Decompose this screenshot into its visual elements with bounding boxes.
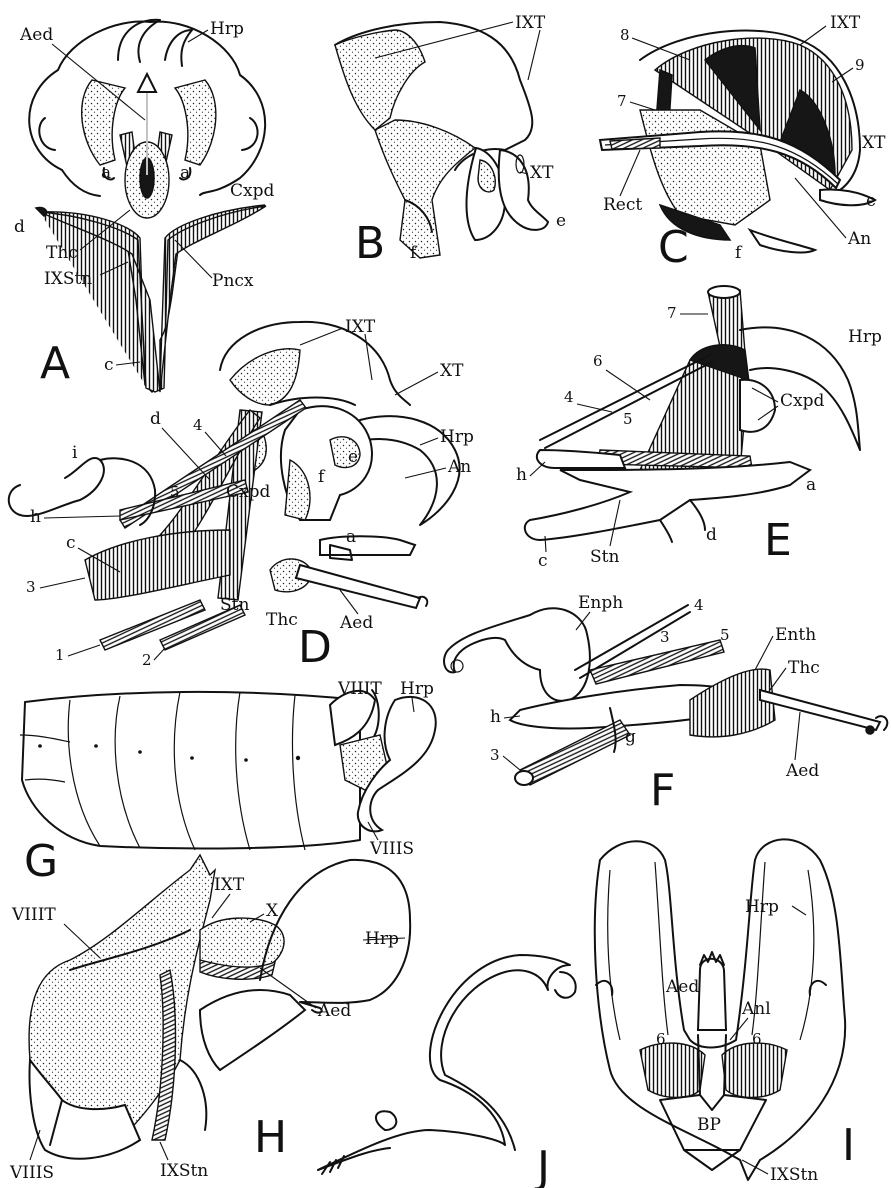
label-d-cxpd: Cxpd [226,482,270,502]
label-e-d: d [706,525,717,545]
figure-letter-f: F [650,765,675,816]
label-i-6b: 6 [752,1030,762,1048]
label-a-aed: Aed [19,25,53,45]
label-f-4: 4 [694,596,704,614]
label-d-1: 1 [55,646,65,664]
label-f-g: g [625,727,636,747]
label-h-x: X [266,901,279,921]
label-c-ixt: IXT [830,13,861,33]
label-i-aed: Aed [665,977,699,997]
label-b-ixt: IXT [515,13,546,33]
label-e-6: 6 [593,352,603,370]
label-d-3: 3 [26,578,36,596]
label-g-hrp: Hrp [400,679,434,699]
label-c-xt: XT [862,133,886,153]
figure-letter-c: C [658,222,689,273]
label-d-hrp: Hrp [440,427,474,447]
label-d-stn: Stn [220,595,249,615]
label-h-viiis: VIIIS [9,1163,54,1183]
label-e-4: 4 [564,388,574,406]
label-i-bp: BP [697,1115,721,1135]
figure-letter-d: D [298,622,332,673]
label-g-viiit: VIIIT [337,679,382,699]
figure-g [20,690,436,850]
label-b-xt: XT [530,163,554,183]
label-a-hrp: Hrp [210,19,244,39]
label-c-f: f [735,243,743,263]
label-e-stn: Stn [590,547,619,567]
label-d-xt: XT [440,361,464,381]
label-d-2: 2 [142,651,152,669]
label-a-a2: a [180,163,190,183]
label-b-e: e [556,211,566,231]
label-i-ixstn: IXStn [770,1165,818,1185]
label-c-rect: Rect [603,195,642,215]
label-f-enph: Enph [578,593,623,613]
label-h-ixt: IXT [214,875,245,895]
label-h-viiit: VIIIT [11,905,56,925]
label-f-3: 3 [660,628,670,646]
label-h-ixstn: IXStn [160,1161,208,1181]
label-d-4: 4 [193,416,203,434]
label-d-a: a [346,527,356,547]
label-e-c: c [538,551,548,571]
label-a-ixstn: IXStn [44,269,92,289]
label-a-thc: Thc [46,243,78,263]
label-c-9: 9 [855,56,865,74]
figure-i-labels: Hrp Aed Anl 6 6 BP IXStn I [656,897,855,1185]
label-e-a: a [806,475,816,495]
figure-c [600,30,875,252]
label-c-8: 8 [620,26,630,44]
label-h-aed: Aed [317,1001,351,1021]
figure-h [29,855,410,1159]
label-e-h: h [516,465,527,485]
label-d-c: c [66,533,76,553]
figure-e [525,286,860,542]
label-c-an: An [847,229,871,249]
label-f-thc: Thc [788,658,820,678]
label-e-hrp: Hrp [848,327,882,347]
figure-letter-j: J [534,1142,550,1188]
label-a-a1: a [101,163,111,183]
figure-letter-g: G [24,836,58,887]
label-a-pncx: Pncx [212,271,254,291]
label-f-3b: 3 [490,746,500,764]
label-a-c: c [104,355,114,375]
label-e-5: 5 [623,410,633,428]
label-a-cxpd: Cxpd [230,181,274,201]
label-i-anl: Anl [741,999,771,1019]
label-d-e: e [348,447,358,467]
label-f-5: 5 [720,626,730,644]
label-d-ixt: IXT [345,317,376,337]
label-c-7: 7 [617,92,627,110]
figure-a [29,20,266,392]
label-f-h: h [490,707,501,727]
figure-letter-h: H [254,1112,287,1163]
label-d-d: d [150,409,161,429]
label-i-hrp: Hrp [745,897,779,917]
label-d-i: i [72,443,78,463]
label-d-5: 5 [170,483,180,501]
label-f-aed: Aed [785,761,819,781]
label-i-6a: 6 [656,1030,666,1048]
label-d-an: An [447,457,471,477]
label-e-cxpd: Cxpd [780,391,824,411]
label-c-e: e [866,191,876,211]
figure-letter-i: I [842,1120,855,1171]
label-d-h: h [30,507,41,527]
figure-j-labels: J [534,1142,550,1188]
label-g-viiis: VIIIS [369,839,414,859]
label-a-d: d [14,217,25,237]
figure-letter-e: E [764,515,792,566]
figure-letter-b: B [355,218,385,269]
figure-letter-a: A [40,338,70,389]
label-e-7: 7 [667,304,677,322]
label-d-thc: Thc [266,610,298,630]
label-f-enth: Enth [775,625,816,645]
label-d-aed: Aed [339,613,373,633]
